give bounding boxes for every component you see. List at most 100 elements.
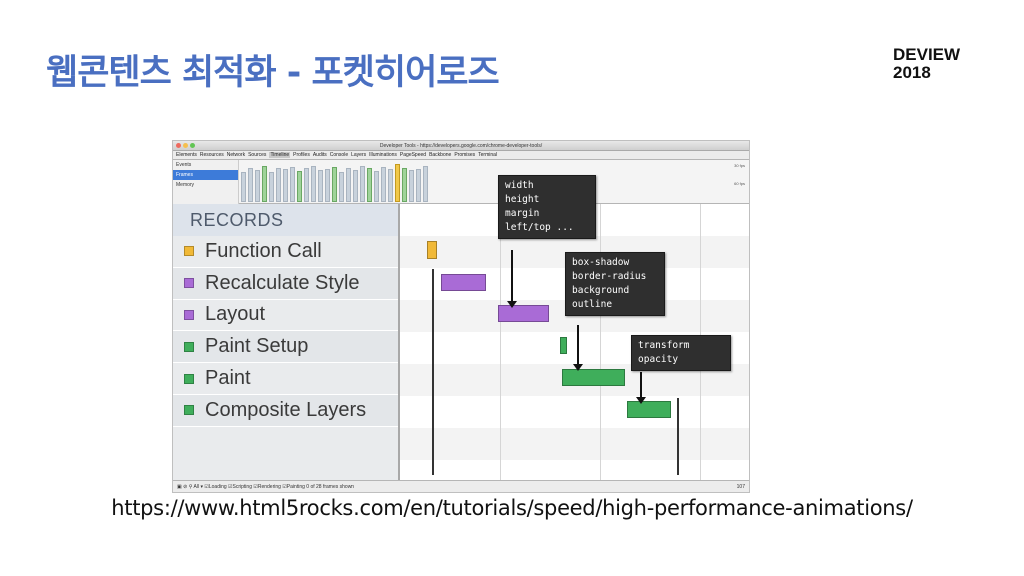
tab-sources[interactable]: Sources [248, 152, 267, 158]
window-controls[interactable] [176, 143, 195, 148]
tab-profiles[interactable]: Profiles [293, 152, 310, 158]
frame-bar[interactable] [255, 170, 260, 202]
record-label: Layout [205, 303, 266, 326]
frame-bar[interactable] [311, 166, 316, 202]
arrow-to-layout [507, 250, 517, 308]
filter-painting-checkbox[interactable]: ☑Painting [282, 484, 307, 490]
frame-bar[interactable] [388, 169, 393, 202]
paint-bar[interactable] [562, 369, 625, 386]
frame-bar[interactable] [269, 172, 274, 202]
tab-console[interactable]: Console [329, 152, 349, 158]
close-dot-icon[interactable] [176, 143, 181, 148]
frames-overview-bars[interactable] [241, 162, 428, 202]
frame-bar[interactable] [290, 167, 295, 202]
composite-layers-bar[interactable] [627, 401, 671, 418]
record-color-swatch [184, 246, 194, 257]
filter-loading-checkbox[interactable]: ☑Loading [204, 484, 229, 490]
frames-shown: 0 of 28 frames shown [306, 484, 355, 490]
tab-elements[interactable]: Elements [176, 152, 197, 158]
tab-timeline[interactable]: Timeline [269, 152, 291, 158]
tab-backbone[interactable]: Backbone [429, 152, 452, 158]
record-label: Function Call [205, 239, 322, 262]
tab-illuminations[interactable]: Illuminations [369, 152, 397, 158]
tab-pagespeed[interactable]: PageSpeed [399, 152, 427, 158]
frame-bar[interactable] [339, 172, 344, 202]
deview-logo: DEVIEW 2018 [893, 46, 960, 82]
record-row[interactable]: Layout [173, 300, 398, 332]
record-row[interactable]: Paint [173, 363, 398, 395]
frame-bar[interactable] [283, 169, 288, 202]
frame-bar[interactable] [276, 168, 281, 202]
devtools-titlebar: Developer Tools - https://developers.goo… [173, 141, 749, 151]
frame-bar[interactable] [304, 168, 309, 202]
recalculate-style-bar[interactable] [441, 274, 486, 291]
record-color-swatch [184, 278, 194, 289]
source-url[interactable]: https://www.html5rocks.com/en/tutorials/… [111, 496, 913, 520]
frame-bar[interactable] [332, 167, 337, 202]
tab-layers[interactable]: Layers [351, 152, 367, 158]
overview-mode-memory[interactable]: Memory [176, 182, 195, 188]
tab-resources[interactable]: Resources [199, 152, 224, 158]
grid-line [500, 204, 501, 482]
overview-mode-frames[interactable]: Frames [173, 170, 238, 180]
tab-network[interactable]: Network [226, 152, 246, 158]
minimize-dot-icon[interactable] [183, 143, 188, 148]
frame-bar[interactable] [353, 170, 358, 202]
zoom-dot-icon[interactable] [190, 143, 195, 148]
tab-promises[interactable]: Promises [454, 152, 476, 158]
record-button-icon[interactable]: ▣ [177, 484, 182, 490]
record-color-swatch [184, 405, 194, 416]
devtools-screenshot: Developer Tools - https://developers.goo… [172, 140, 750, 493]
record-label: Recalculate Style [205, 271, 360, 294]
frame-bar[interactable] [360, 166, 365, 202]
record-label: Paint Setup [205, 335, 309, 358]
frame-bar[interactable] [297, 171, 302, 202]
frame-bar[interactable] [241, 172, 246, 202]
filter-all[interactable]: All [193, 484, 200, 490]
frame-bar[interactable] [374, 171, 379, 202]
frame-bar[interactable] [325, 169, 330, 202]
frame-bar[interactable] [416, 169, 421, 202]
tooltip-line: background [572, 285, 630, 296]
frame-bar[interactable] [381, 167, 386, 202]
filter-rendering-checkbox[interactable]: ☑Rendering [253, 484, 283, 490]
tooltip-line: opacity [638, 354, 679, 365]
layout-bar[interactable] [498, 305, 549, 322]
tab-terminal[interactable]: Terminal [478, 152, 498, 158]
frame-bar[interactable] [262, 166, 267, 202]
record-row[interactable]: Composite Layers [173, 394, 398, 427]
function-call-bar[interactable] [427, 241, 437, 259]
search-icon[interactable]: ⚲ [188, 484, 193, 490]
clear-button-icon[interactable]: ⊘ [183, 484, 188, 490]
tooltip-line: height [505, 194, 540, 205]
frame-bar[interactable] [318, 170, 323, 202]
overview-mode-events[interactable]: Events [176, 162, 192, 168]
grid-line [600, 204, 601, 482]
record-row[interactable]: Function Call [173, 236, 398, 268]
frame-bar[interactable] [367, 168, 372, 202]
frame-bar[interactable] [402, 168, 407, 202]
record-color-swatch [184, 373, 194, 384]
frame-bar[interactable] [346, 168, 351, 202]
frame-bar[interactable] [395, 164, 400, 202]
tab-audits[interactable]: Audits [312, 152, 327, 158]
record-row[interactable]: Paint Setup [173, 331, 398, 364]
window-title: Developer Tools - https://developers.goo… [379, 143, 543, 149]
frame-bar[interactable] [409, 170, 414, 202]
filter-scripting-checkbox[interactable]: ☑Scripting [228, 484, 254, 490]
record-row[interactable]: Recalculate Style [173, 267, 398, 300]
tooltip-line: margin [505, 208, 540, 219]
frame-bar[interactable] [248, 168, 253, 202]
chevron-down-icon[interactable]: ▾ [200, 484, 203, 490]
tooltip-line: outline [572, 299, 613, 310]
frame-bar[interactable] [423, 166, 428, 202]
frame-marker-line [432, 269, 434, 475]
tooltip-line: border-radius [572, 271, 647, 282]
paint-setup-bar[interactable] [560, 337, 567, 354]
devtools-statusbar: ▣ ⊘ ⚲ All ▾ ☑Loading ☑Scripting ☑Renderi… [173, 480, 749, 492]
